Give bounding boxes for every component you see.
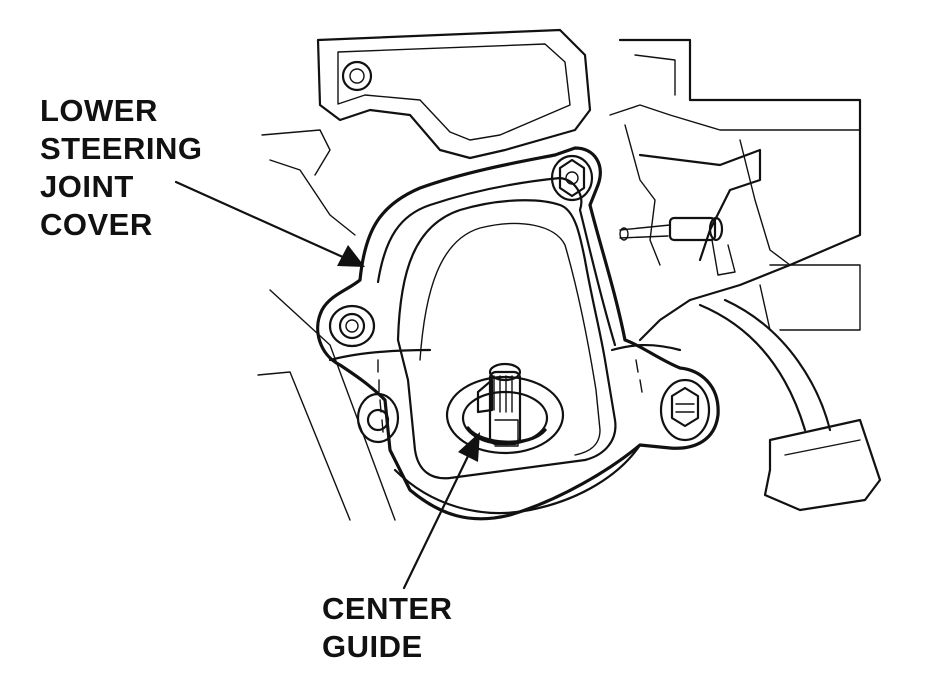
label-line: STEERING xyxy=(40,131,203,166)
right-frame xyxy=(609,38,882,512)
left-panel-edges xyxy=(257,289,396,521)
label-line: LOWER xyxy=(40,93,158,128)
center-guide-label: CENTER GUIDE xyxy=(322,590,452,666)
lower-steering-joint-cover xyxy=(316,146,720,521)
lower-steering-joint-cover-label: LOWER STEERING JOINT COVER xyxy=(40,92,202,244)
upper-panel xyxy=(261,28,592,236)
bolt-left xyxy=(328,304,376,348)
bolt-right xyxy=(659,378,711,442)
arrow-to-center-guide xyxy=(402,432,480,590)
label-line: COVER xyxy=(40,207,153,242)
label-line: CENTER xyxy=(322,591,453,626)
bolt-lower-left xyxy=(356,392,400,444)
arrow-to-cover xyxy=(174,180,365,267)
center-guide xyxy=(445,362,565,455)
label-line: JOINT xyxy=(40,169,134,204)
bolt-top xyxy=(550,154,594,202)
label-line: GUIDE xyxy=(322,629,423,664)
